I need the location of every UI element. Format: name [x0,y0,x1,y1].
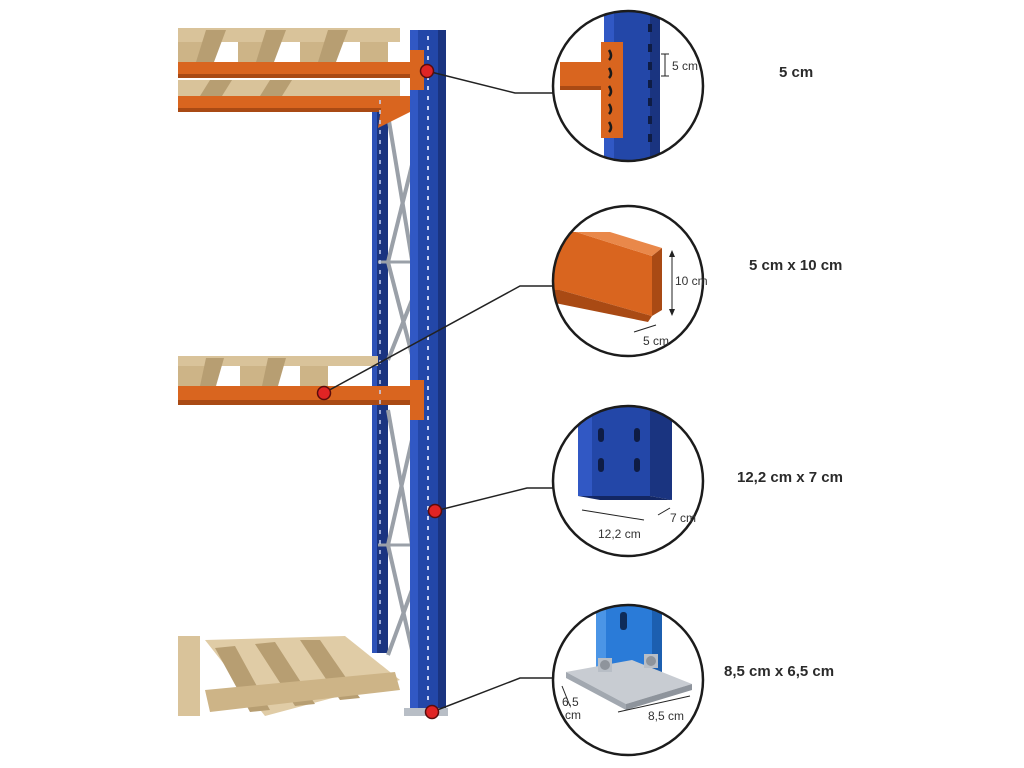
slot-pitch-caption: 5 cm [779,64,814,81]
leader-lines [323,70,556,713]
beam-connectors [410,50,424,420]
middle-beam [178,386,418,405]
beam-section-caption: 5 cm x 10 cm [749,257,843,274]
frame-bracing [378,114,420,656]
base-plate-caption: 8,5 cm x 6,5 cm [724,663,835,680]
top-pallet [178,28,400,96]
marker-base [424,704,440,720]
front-upright [379,30,448,716]
slot-pitch-dim-label: 5 cm [672,59,698,73]
upright-section-detail-icon: 12,2 cm 7 cm [551,404,705,558]
upright-depth-dim-label: 7 cm [670,511,696,525]
slot-pitch-detail-icon: 5 cm [551,9,705,163]
rear-upright [372,98,388,653]
base-depth-dim-line1: 6,5 [562,695,579,709]
middle-pallet [178,356,378,386]
marker-points [316,63,443,720]
bottom-pallet [178,636,400,716]
upright-width-dim-label: 12,2 cm [598,527,641,541]
marker-connector [419,63,435,79]
marker-upright [427,503,443,519]
marker-beam [316,385,332,401]
base-width-dim-label: 8,5 cm [648,709,684,723]
beam-width-dim-label: 5 cm [643,334,669,348]
top-beams [178,62,418,128]
base-depth-dim-label: 6,5 cm [562,695,582,722]
beam-height-dim-label: 10 cm [675,274,708,288]
base-plate-detail-icon: 6,5 cm 8,5 cm [551,603,705,757]
upright-section-caption: 12,2 cm x 7 cm [737,469,843,486]
base-depth-dim-line2: cm [565,708,581,722]
beam-section-detail-icon: 10 cm 5 cm [551,204,708,358]
